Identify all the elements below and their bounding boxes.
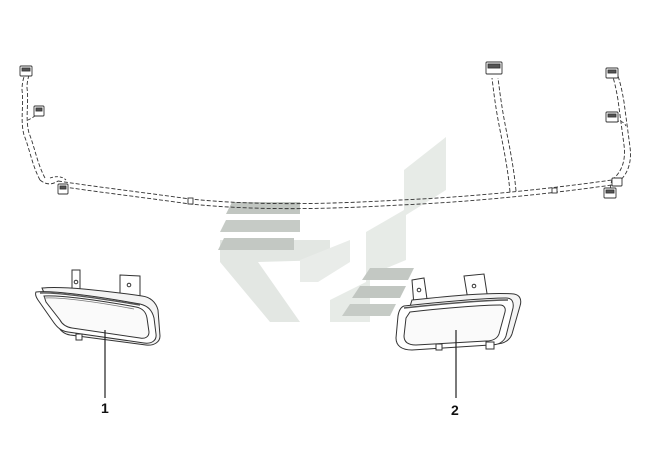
connector-right-mid xyxy=(605,111,619,123)
callout-label-1: 1 xyxy=(101,400,109,416)
wiring-harness-icon xyxy=(21,71,631,210)
callout-label-2: 2 xyxy=(451,402,459,418)
connector-top-middle xyxy=(485,61,503,75)
watermark-logo xyxy=(218,137,446,322)
lamp-icon xyxy=(395,273,522,351)
connector-bottom-left xyxy=(57,183,69,195)
connector-right-low xyxy=(603,177,623,199)
connector-top-left xyxy=(19,65,33,77)
harness-connectors xyxy=(19,61,623,199)
connector-top-right xyxy=(605,67,619,79)
lamp-icon xyxy=(35,269,161,346)
connector-left-mid xyxy=(33,105,45,117)
